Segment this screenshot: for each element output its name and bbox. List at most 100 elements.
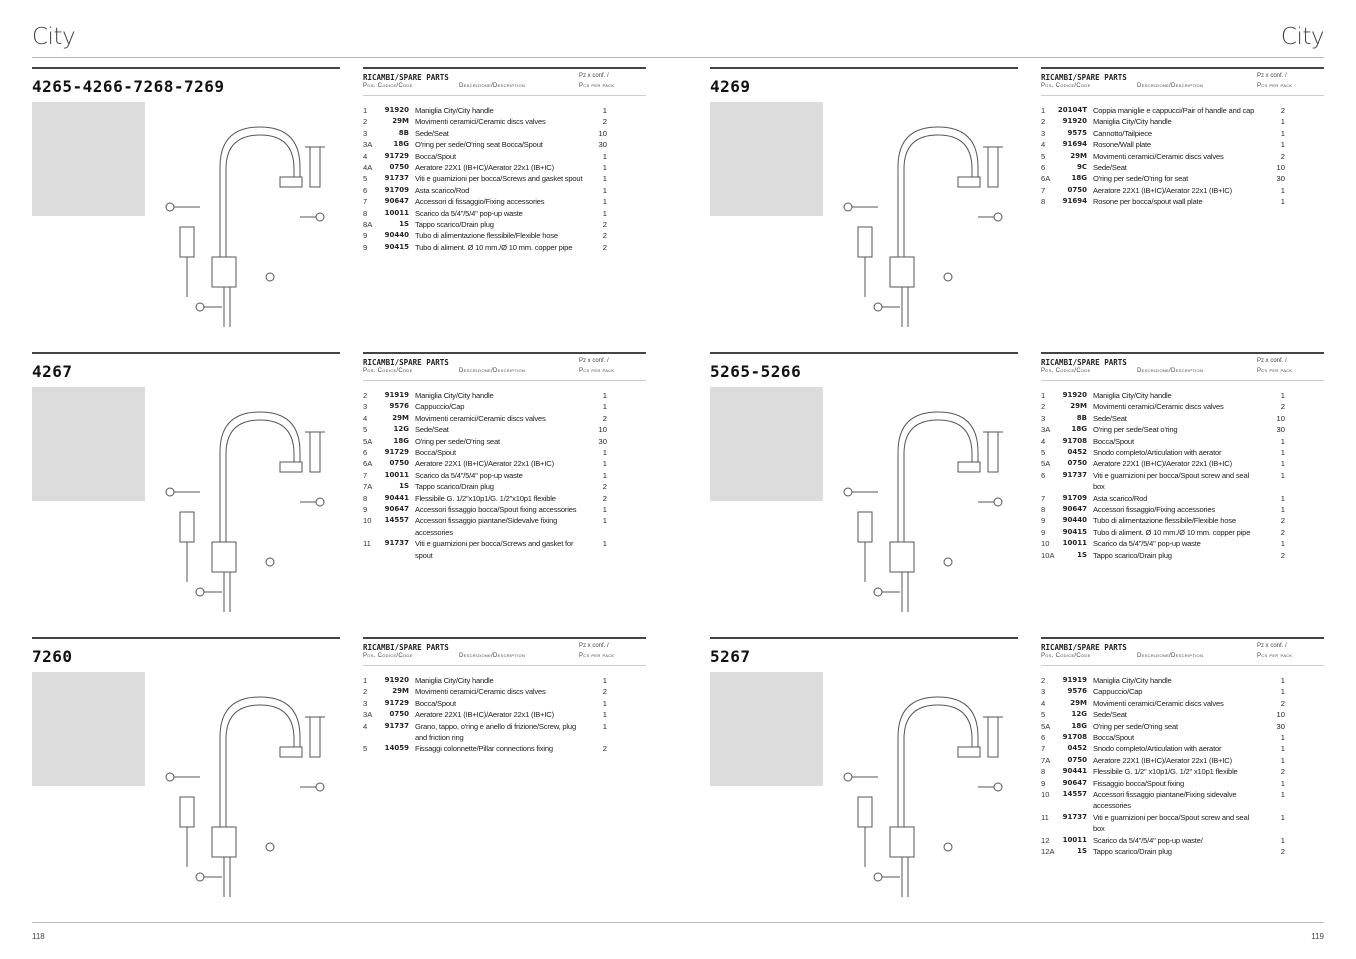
description: Movimenti ceramici/Ceramic discs valves	[415, 687, 546, 697]
position: 3	[363, 402, 368, 412]
description: Scarico da 5/4"/5/4" pop-up waste/	[1093, 835, 1203, 845]
description: Bocca/Spout	[1093, 733, 1134, 743]
position: 4	[363, 151, 368, 161]
description: Movimenti ceramici/Ceramic discs valves	[1093, 402, 1224, 412]
table-row: 5 29M Movimenti ceramici/Ceramic discs v…	[1041, 151, 1324, 162]
pieces-per-pack: 1	[1280, 128, 1285, 138]
part-code: 8B	[398, 128, 409, 137]
position: 10A	[1041, 550, 1055, 560]
pcs-header: Pcs per pack	[1257, 368, 1293, 374]
part-code: 29M	[392, 687, 409, 696]
description: Scarico da 5/4"/5/4" pop-up waste	[1093, 539, 1201, 549]
description: Movimenti ceramici/Ceramic discs valves	[415, 413, 546, 423]
pieces-per-pack: 1	[1280, 436, 1285, 446]
table-row: 10 14557 Accessori fissaggio piantane/Fi…	[1041, 789, 1324, 812]
position: 3	[363, 698, 368, 708]
table-row: 3A 18G O'ring per sede/Seat o'ring 30	[1041, 424, 1324, 435]
pieces-per-pack: 10	[1276, 413, 1285, 423]
part-code: 14059	[384, 744, 409, 753]
pieces-per-pack: 1	[602, 151, 607, 161]
part-code: 91708	[1062, 733, 1087, 742]
pieces-per-pack: 1	[1280, 185, 1285, 195]
pieces-per-pack: 1	[602, 174, 607, 184]
position: 5	[363, 425, 368, 435]
pieces-per-pack: 2	[602, 242, 607, 252]
table-row: 3 8B Sede/Seat 10	[363, 128, 646, 139]
header-divider	[32, 57, 1324, 58]
part-code: 18G	[1071, 174, 1088, 183]
table-row: 12A 1S Tappo scarico/Drain plug 2	[1041, 846, 1324, 857]
title-rule	[32, 352, 340, 354]
part-code: 12G	[393, 425, 410, 434]
table-row: 1 20104T Coppia maniglie e cappucci/Pair…	[1041, 105, 1324, 116]
description-header: Descrizione/Description	[1137, 368, 1204, 374]
part-code: 90440	[384, 231, 409, 240]
pieces-per-pack: 1	[602, 163, 607, 173]
table-row: 2 91919 Maniglia City/City handle 1	[363, 390, 646, 401]
pieces-per-pack: 1	[602, 459, 607, 469]
pieces-per-pack: 1	[602, 539, 607, 549]
table-row: 3 9576 Cappuccio/Cap 1	[1041, 686, 1324, 697]
description: Aeratore 22X1 (IB+IC)/Aerator 22x1 (IB+I…	[1093, 185, 1232, 195]
pieces-per-pack: 1	[602, 721, 607, 731]
position: 3	[363, 128, 368, 138]
table-row: 6A 18G O'ring per sede/O'ring for seat 3…	[1041, 173, 1324, 184]
part-code: 91920	[384, 106, 409, 114]
table-row: 4 91729 Bocca/Spout 1	[363, 151, 646, 162]
description: Movimenti ceramici/Ceramic discs valves	[1093, 151, 1224, 161]
header-rule	[363, 380, 646, 381]
description-header: Descrizione/Description	[459, 368, 526, 374]
part-code: 91920	[1062, 391, 1087, 399]
part-code: 0452	[1067, 744, 1087, 753]
position: 7	[1041, 185, 1046, 195]
pieces-per-pack: 2	[602, 482, 607, 492]
description: Snodo completo/Articulation with aerator	[1093, 448, 1222, 458]
table-row: 4 91708 Bocca/Spout 1	[1041, 436, 1324, 447]
pieces-per-pack: 2	[602, 744, 607, 754]
description: Aeratore 22X1 (IB+IC)/Aerator 22x1 (IB+I…	[415, 710, 554, 720]
pieces-per-pack: 30	[1276, 425, 1285, 435]
exploded-diagram	[838, 392, 1028, 622]
pieces-per-pack: 2	[602, 220, 607, 230]
table-row: 6 91737 Viti e guarnizioni per bocca/Spo…	[1041, 470, 1324, 493]
table-row: 4 91694 Rosone/Wall plate 1	[1041, 139, 1324, 150]
table-row: 7A 1S Tappo scarico/Drain plug 2	[363, 481, 646, 492]
pieces-per-pack: 1	[1280, 778, 1285, 788]
description: Flessibile G. 1/2" x10p1/G. 1/2" x10p1 f…	[1093, 767, 1238, 777]
part-code: 90647	[1062, 505, 1087, 514]
pieces-per-pack: 1	[602, 470, 607, 480]
part-code: 10011	[1062, 539, 1087, 548]
part-code: 29M	[1070, 698, 1087, 707]
pieces-per-pack: 1	[602, 197, 607, 207]
part-code: 91708	[1062, 436, 1087, 445]
position: 4	[363, 721, 368, 731]
part-code: 1S	[1077, 847, 1087, 856]
part-code: 20104T	[1057, 106, 1087, 114]
position: 10	[1041, 539, 1050, 549]
table-row: 8 90647 Accessori fissaggio/Fixing acces…	[1041, 504, 1324, 515]
position: 1	[363, 676, 368, 685]
description: Maniglia City/City handle	[415, 676, 494, 685]
pieces-per-pack: 2	[1280, 516, 1285, 526]
pz-label: Pz x conf. /	[579, 643, 609, 649]
position: 7A	[1041, 755, 1051, 765]
position: 6	[1041, 733, 1046, 743]
pieces-per-pack: 1	[1280, 744, 1285, 754]
pieces-per-pack: 2	[1280, 698, 1285, 708]
description: Sede/Seat	[415, 425, 449, 435]
part-code: 12G	[1071, 710, 1088, 719]
table-row: 4A 0750 Aeratore 22X1 (IB+IC)/Aerator 22…	[363, 162, 646, 173]
position: 8	[1041, 197, 1046, 207]
table-row: 3A 0750 Aeratore 22X1 (IB+IC)/Aerator 22…	[363, 709, 646, 720]
part-code: 91694	[1062, 197, 1087, 206]
position: 1	[1041, 106, 1046, 115]
description: Tappo scarico/Drain plug	[1093, 550, 1172, 560]
position: 2	[363, 687, 368, 697]
pieces-per-pack: 1	[1280, 117, 1285, 127]
part-code: 8B	[1076, 413, 1087, 422]
table-top-rule	[1041, 67, 1324, 69]
